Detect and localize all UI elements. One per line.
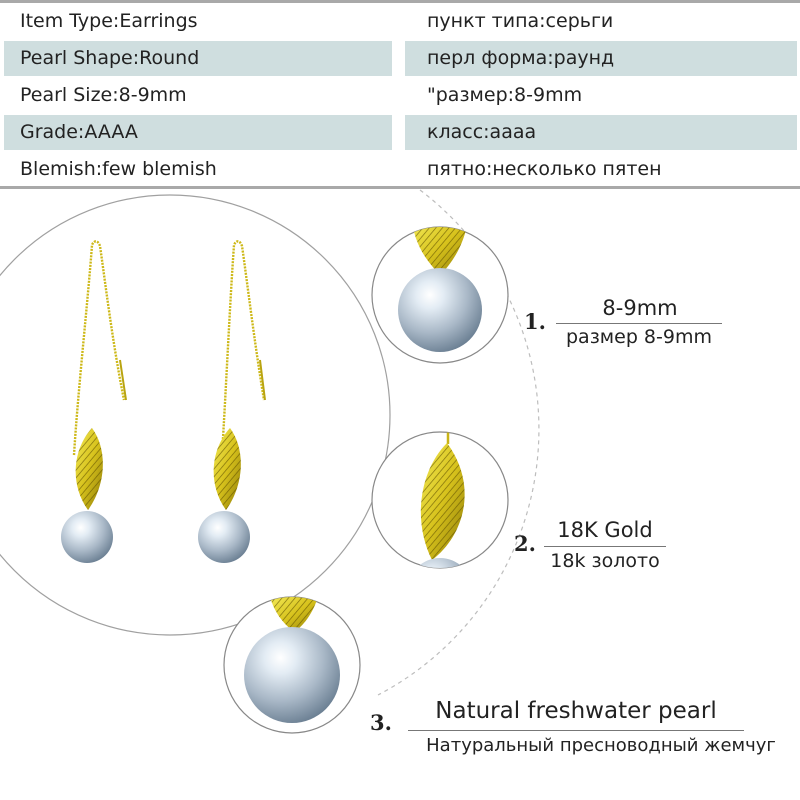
callout-3-underline xyxy=(408,730,744,731)
callout-2-underline xyxy=(544,546,666,547)
row-band xyxy=(405,41,797,76)
table-top-line xyxy=(0,0,800,3)
spec-item-type-ru: пункт типа:серьги xyxy=(427,10,614,32)
spec-row-grade: Grade:AAAA класс:аааа xyxy=(0,114,800,151)
spec-pearl-size-ru: "размер:8-9mm xyxy=(427,84,583,106)
callout-number-3: 3. xyxy=(370,710,392,735)
earrings-main-view xyxy=(0,194,391,636)
callout-number-1: 1. xyxy=(524,309,546,334)
left-earring xyxy=(61,240,127,563)
callout-1-size-ru: размер 8-9mm xyxy=(566,326,712,348)
callout-3-pearl-ru: Натуральный пресноводный жемчуг xyxy=(426,735,776,756)
spec-row-pearl-size: Pearl Size:8-9mm "размер:8-9mm xyxy=(0,77,800,114)
callout-3-pearl: Natural freshwater pearl xyxy=(435,698,717,724)
callout-2-gold: 18K Gold xyxy=(557,518,653,542)
spec-grade-ru: класс:аааа xyxy=(427,121,537,143)
callout-2-gold-ru: 18k золото xyxy=(550,550,660,572)
callout-1-underline xyxy=(556,323,722,324)
main-circle-frame xyxy=(0,194,391,636)
spec-item-type: Item Type:Earrings xyxy=(20,10,198,32)
detail-gold-leaf xyxy=(371,431,509,569)
spec-blemish-ru: пятно:несколько пятен xyxy=(427,158,662,180)
detail-pearl-size xyxy=(371,226,509,364)
row-band xyxy=(405,115,797,150)
row-band xyxy=(4,41,392,76)
spec-pearl-shape-ru: перл форма:раунд xyxy=(427,47,615,69)
spec-grade: Grade:AAAA xyxy=(20,121,138,143)
callout-1-size: 8-9mm xyxy=(602,296,678,320)
detail-natural-pearl xyxy=(223,596,361,734)
spec-row-pearl-shape: Pearl Shape:Round перл форма:раунд xyxy=(0,40,800,77)
row-band xyxy=(4,115,392,150)
spec-row-item-type: Item Type:Earrings пункт типа:серьги xyxy=(0,3,800,40)
table-bottom-line xyxy=(0,186,800,189)
right-earring xyxy=(198,240,266,563)
spec-pearl-size: Pearl Size:8-9mm xyxy=(20,84,187,106)
callout-number-2: 2. xyxy=(514,531,536,556)
spec-table: Item Type:Earrings пункт типа:серьги Pea… xyxy=(0,0,800,190)
spec-row-blemish: Blemish:few blemish пятно:несколько пяте… xyxy=(0,151,800,188)
spec-blemish: Blemish:few blemish xyxy=(20,158,217,180)
spec-pearl-shape: Pearl Shape:Round xyxy=(20,47,200,69)
